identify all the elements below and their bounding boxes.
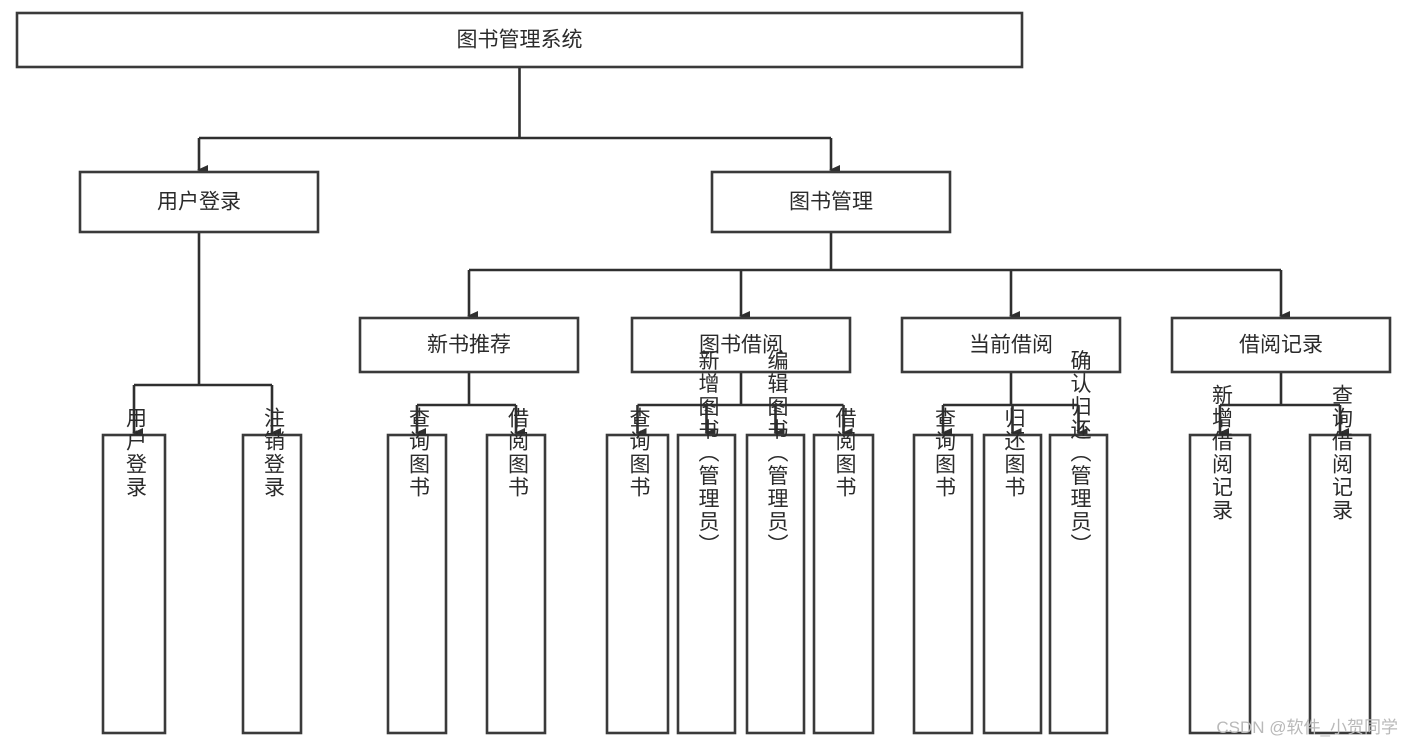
node-leaf-user-login-label: 用户登录: [123, 407, 147, 499]
node-leaf-confirm-return-box[interactable]: [1048, 433, 1109, 735]
node-leaf-add-record-box[interactable]: [1188, 433, 1252, 735]
node-borrow-record-label: 借阅记录: [1239, 334, 1323, 357]
node-new-book-recommend-label: 新书推荐: [427, 334, 511, 357]
node-leaf-borrow-book-1-box[interactable]: [485, 433, 547, 735]
node-leaf-add-book-box[interactable]: [676, 433, 737, 735]
node-leaf-add-record-label: 新增借阅记录: [1209, 384, 1233, 522]
node-leaf-logout-login-label: 注销登录: [261, 407, 285, 499]
node-root[interactable]: 图书管理系统: [15, 11, 1024, 69]
node-leaf-borrow-book-2[interactable]: 借阅图书: [812, 407, 875, 735]
connector-layer: [132, 67, 1349, 438]
node-book-borrow-label: 图书借阅: [699, 334, 783, 357]
node-book-manage[interactable]: 图书管理: [710, 170, 952, 234]
node-leaf-query-book-2[interactable]: 查询图书: [605, 407, 670, 735]
node-user-login-box[interactable]: [78, 170, 320, 234]
node-leaf-add-book[interactable]: 新增图书（管理员）: [676, 350, 737, 735]
node-book-manage-label: 图书管理: [789, 191, 873, 214]
node-leaf-confirm-return[interactable]: 确认归还（管理员）: [1048, 350, 1109, 735]
node-leaf-query-book-1-label: 查询图书: [406, 407, 430, 499]
connector-book-manage: [467, 232, 1290, 321]
connector-current-borrow: [941, 372, 1088, 438]
connector-borrow-record: [1218, 372, 1349, 438]
connector-new-book-recommend: [415, 372, 525, 438]
node-current-borrow-label: 当前借阅: [969, 334, 1053, 357]
node-leaf-query-record-label: 查询借阅记录: [1329, 384, 1353, 522]
node-leaf-return-book[interactable]: 归还图书: [982, 407, 1043, 735]
node-current-borrow-box[interactable]: [900, 316, 1122, 374]
node-new-book-recommend-box[interactable]: [358, 316, 580, 374]
node-book-borrow[interactable]: 图书借阅: [630, 316, 852, 374]
node-new-book-recommend[interactable]: 新书推荐: [358, 316, 580, 374]
node-user-login[interactable]: 用户登录: [78, 170, 320, 234]
node-leaf-query-book-3-box[interactable]: [912, 433, 974, 735]
node-leaf-query-book-2-label: 查询图书: [627, 407, 651, 499]
csdn-watermark: CSDN @软件_小贺同学: [1216, 718, 1398, 737]
node-leaf-query-book-3-label: 查询图书: [932, 407, 956, 499]
node-borrow-record[interactable]: 借阅记录: [1170, 316, 1392, 374]
node-leaf-query-book-1[interactable]: 查询图书: [386, 407, 448, 735]
node-book-borrow-box[interactable]: [630, 316, 852, 374]
node-current-borrow[interactable]: 当前借阅: [900, 316, 1122, 374]
node-leaf-logout-login-box[interactable]: [241, 433, 303, 735]
node-leaf-query-book-3[interactable]: 查询图书: [912, 407, 974, 735]
node-leaf-borrow-book-2-box[interactable]: [812, 433, 875, 735]
node-leaf-logout-login[interactable]: 注销登录: [241, 407, 303, 735]
node-user-login-label: 用户登录: [157, 191, 241, 214]
node-leaf-query-record-box[interactable]: [1308, 433, 1372, 735]
node-book-manage-box[interactable]: [710, 170, 952, 234]
node-leaf-add-book-label: 新增图书（管理员）: [696, 350, 720, 557]
node-leaf-edit-book-box[interactable]: [745, 433, 806, 735]
node-leaf-query-record[interactable]: 查询借阅记录: [1308, 384, 1372, 735]
node-layer: 图书管理系统用户登录图书管理新书推荐图书借阅当前借阅借阅记录用户登录注销登录查询…: [15, 11, 1392, 735]
node-borrow-record-box[interactable]: [1170, 316, 1392, 374]
node-leaf-query-book-2-box[interactable]: [605, 433, 670, 735]
node-leaf-user-login[interactable]: 用户登录: [101, 407, 167, 735]
node-leaf-borrow-book-2-label: 借阅图书: [833, 407, 857, 499]
node-leaf-query-book-1-box[interactable]: [386, 433, 448, 735]
node-leaf-borrow-book-1[interactable]: 借阅图书: [485, 407, 547, 735]
node-root-box[interactable]: [15, 11, 1024, 69]
node-leaf-borrow-book-1-label: 借阅图书: [505, 407, 529, 499]
node-leaf-return-book-label: 归还图书: [1002, 407, 1026, 499]
node-leaf-confirm-return-label: 确认归还（管理员）: [1068, 350, 1092, 557]
connector-user-login: [132, 232, 281, 438]
connector-book-borrow: [635, 372, 853, 438]
node-leaf-edit-book[interactable]: 编辑图书（管理员）: [745, 350, 806, 735]
connector-root: [197, 67, 840, 175]
node-leaf-edit-book-label: 编辑图书（管理员）: [765, 350, 789, 557]
node-leaf-add-record[interactable]: 新增借阅记录: [1188, 384, 1252, 735]
node-root-label: 图书管理系统: [457, 29, 583, 52]
node-leaf-return-book-box[interactable]: [982, 433, 1043, 735]
node-leaf-user-login-box[interactable]: [101, 433, 167, 735]
